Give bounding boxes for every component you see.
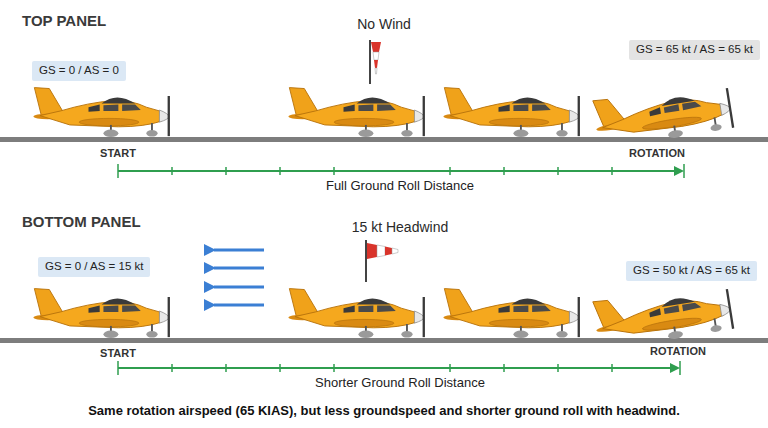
distance-arrow (118, 367, 678, 369)
distance-label: Full Ground Roll Distance (326, 178, 474, 194)
distance-arrow (118, 170, 682, 172)
wind-label: No Wind (357, 16, 411, 33)
speed-text: GS = 65 kt / AS = 65 kt (636, 43, 753, 55)
speed-box: GS = 65 kt / AS = 65 kt (629, 40, 760, 60)
speed-box: GS = 50 kt / AS = 65 kt (626, 261, 757, 281)
airplane (443, 88, 578, 137)
speed-box: GS = 0 / AS = 0 (32, 61, 126, 81)
wind-label: 15 kt Headwind (352, 219, 449, 236)
distance-label: Shorter Ground Roll Distance (315, 375, 485, 391)
airplane (592, 80, 733, 150)
airplane (33, 88, 168, 137)
runway-mark: ROTATION (650, 345, 706, 358)
speed-text: GS = 50 kt / AS = 65 kt (633, 264, 750, 276)
tick-marks (118, 164, 684, 178)
runway (0, 338, 768, 343)
tick-marks (118, 361, 680, 375)
speed-text: GS = 0 / AS = 15 kt (45, 260, 143, 272)
airplane (288, 289, 423, 338)
airplane (288, 88, 423, 137)
windsock (370, 40, 381, 84)
runway-mark: START (100, 147, 136, 160)
airplane (443, 289, 578, 338)
wind-arrows (214, 250, 264, 305)
airplane (33, 289, 168, 338)
runway-mark: START (100, 347, 136, 360)
runway (0, 137, 768, 142)
runway-mark: ROTATION (629, 147, 685, 160)
airplane (592, 281, 733, 351)
panel-title: BOTTOM PANEL (22, 213, 141, 231)
speed-text: GS = 0 / AS = 0 (39, 64, 119, 76)
windsock (366, 240, 398, 282)
caption: Same rotation airspeed (65 KIAS), but le… (88, 403, 680, 419)
panel-title: TOP PANEL (22, 12, 106, 30)
speed-box: GS = 0 / AS = 15 kt (38, 257, 150, 277)
